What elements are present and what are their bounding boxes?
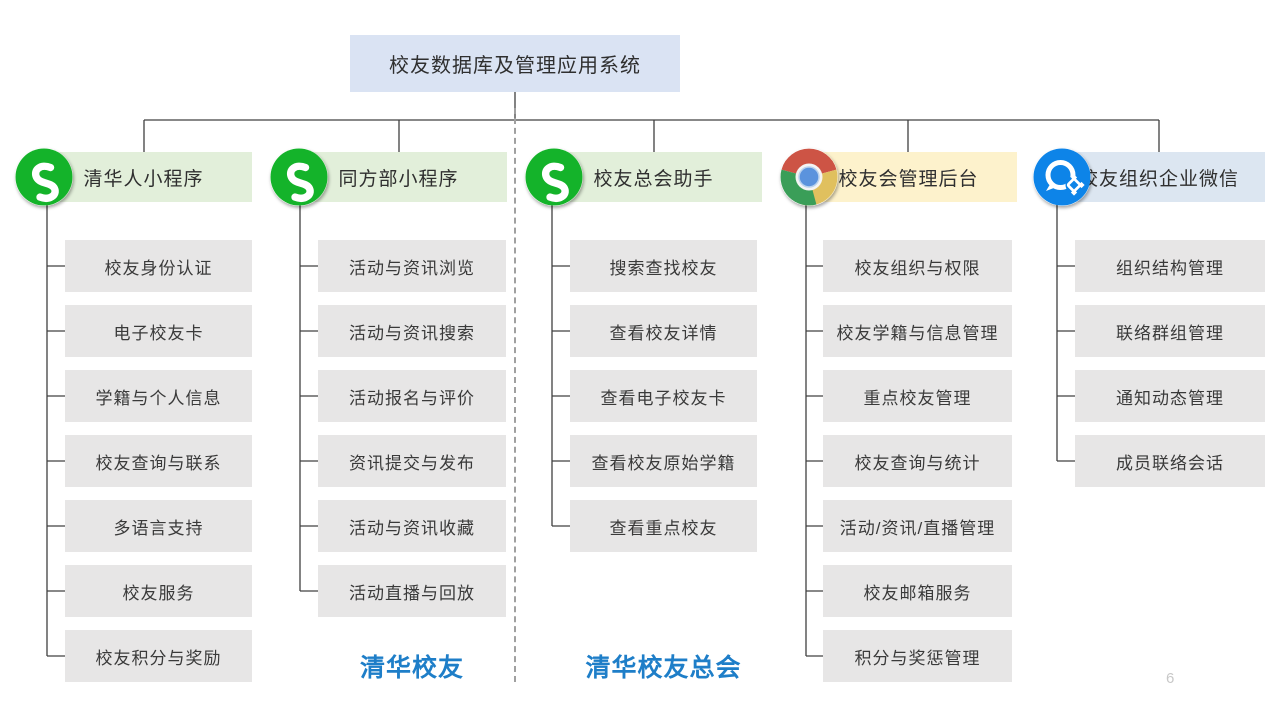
- chrome-icon: [780, 148, 838, 206]
- feature-item[interactable]: 活动直播与回放: [318, 565, 506, 617]
- feature-item[interactable]: 校友查询与联系: [65, 435, 252, 487]
- branch-label: 校友组织企业微信: [1078, 168, 1239, 190]
- feature-item-label: 校友学籍与信息管理: [836, 323, 999, 343]
- section-label: 清华校友: [359, 654, 464, 682]
- branch-header-4[interactable]: 校友会管理后台: [780, 148, 1017, 206]
- feature-item[interactable]: 校友学籍与信息管理: [823, 305, 1012, 357]
- branch-label: 校友会管理后台: [838, 168, 979, 190]
- wechat-miniprogram-icon: [525, 148, 583, 206]
- feature-item-label: 电子校友卡: [113, 323, 204, 343]
- feature-item-label: 搜索查找校友: [609, 258, 718, 278]
- feature-item[interactable]: 多语言支持: [65, 500, 252, 552]
- feature-item-label: 校友查询与统计: [854, 453, 981, 473]
- chrome-icon: [780, 148, 838, 206]
- feature-item-label: 积分与奖惩管理: [854, 648, 981, 668]
- feature-item-label: 校友服务: [122, 583, 195, 603]
- feature-item[interactable]: 校友邮箱服务: [823, 565, 1012, 617]
- feature-item[interactable]: 查看重点校友: [570, 500, 757, 552]
- feature-item-label: 多语言支持: [113, 518, 204, 538]
- root-node[interactable]: 校友数据库及管理应用系统: [350, 35, 680, 92]
- branch-header-2[interactable]: 同方部小程序: [270, 148, 507, 206]
- feature-item-label: 重点校友管理: [863, 388, 972, 408]
- feature-item[interactable]: 积分与奖惩管理: [823, 630, 1012, 682]
- feature-item[interactable]: 组织结构管理: [1075, 240, 1265, 292]
- wechat-miniprogram-icon: [15, 148, 73, 206]
- feature-item-label: 活动/资讯/直播管理: [839, 518, 996, 538]
- feature-item-label: 查看校友原始学籍: [591, 453, 736, 473]
- branch-header-5[interactable]: 校友组织企业微信: [1033, 148, 1265, 206]
- feature-item[interactable]: 活动报名与评价: [318, 370, 506, 422]
- feature-item-label: 查看电子校友卡: [600, 388, 727, 408]
- feature-item[interactable]: 成员联络会话: [1075, 435, 1265, 487]
- feature-item[interactable]: 活动与资讯搜索: [318, 305, 506, 357]
- feature-item-label: 校友身份认证: [104, 258, 213, 278]
- feature-item[interactable]: 重点校友管理: [823, 370, 1012, 422]
- feature-item[interactable]: 活动与资讯收藏: [318, 500, 506, 552]
- section-divider: [514, 108, 516, 682]
- feature-item[interactable]: 校友身份认证: [65, 240, 252, 292]
- feature-item-label: 校友积分与奖励: [95, 648, 222, 668]
- feature-item[interactable]: 电子校友卡: [65, 305, 252, 357]
- feature-item[interactable]: 学籍与个人信息: [65, 370, 252, 422]
- feature-item-label: 活动与资讯搜索: [349, 323, 475, 343]
- feature-item-label: 资讯提交与发布: [349, 453, 475, 473]
- wework-icon: [1033, 148, 1091, 206]
- feature-item[interactable]: 联络群组管理: [1075, 305, 1265, 357]
- feature-item-label: 通知动态管理: [1116, 388, 1224, 408]
- branch-label: 校友总会助手: [593, 168, 714, 190]
- feature-item-label: 活动报名与评价: [349, 388, 475, 408]
- feature-item[interactable]: 校友组织与权限: [823, 240, 1012, 292]
- feature-item[interactable]: 校友查询与统计: [823, 435, 1012, 487]
- wework-icon: [1033, 148, 1091, 206]
- feature-item-label: 活动直播与回放: [349, 583, 475, 603]
- feature-item[interactable]: 查看电子校友卡: [570, 370, 757, 422]
- feature-item-label: 活动与资讯收藏: [349, 518, 475, 538]
- wechat-miniprogram-icon: [270, 148, 328, 206]
- feature-item-label: 活动与资讯浏览: [349, 258, 475, 278]
- feature-item[interactable]: 活动/资讯/直播管理: [823, 500, 1012, 552]
- feature-item[interactable]: 通知动态管理: [1075, 370, 1265, 422]
- branch-label: 同方部小程序: [338, 168, 459, 190]
- feature-item[interactable]: 校友积分与奖励: [65, 630, 252, 682]
- feature-item-label: 学籍与个人信息: [95, 388, 222, 408]
- feature-item[interactable]: 查看校友详情: [570, 305, 757, 357]
- branch-header-1[interactable]: 清华人小程序: [15, 148, 252, 206]
- wechat-miniprogram-icon: [525, 148, 583, 206]
- section-label: 清华校友总会: [585, 654, 742, 682]
- feature-item-label: 组织结构管理: [1116, 258, 1224, 278]
- wechat-miniprogram-icon: [270, 148, 328, 206]
- feature-item[interactable]: 校友服务: [65, 565, 252, 617]
- feature-item[interactable]: 资讯提交与发布: [318, 435, 506, 487]
- feature-item-label: 查看重点校友: [609, 518, 718, 538]
- branch-label: 清华人小程序: [83, 168, 204, 190]
- feature-item[interactable]: 活动与资讯浏览: [318, 240, 506, 292]
- feature-item[interactable]: 搜索查找校友: [570, 240, 757, 292]
- feature-item-label: 查看校友详情: [609, 323, 718, 343]
- feature-item-label: 联络群组管理: [1116, 323, 1224, 343]
- feature-item-label: 校友查询与联系: [95, 453, 222, 473]
- root-node-label: 校友数据库及管理应用系统: [389, 55, 641, 77]
- page-number: 6: [1166, 670, 1175, 687]
- branch-header-3[interactable]: 校友总会助手: [525, 148, 762, 206]
- feature-item-label: 校友邮箱服务: [863, 583, 972, 603]
- feature-item[interactable]: 查看校友原始学籍: [570, 435, 757, 487]
- wechat-miniprogram-icon: [15, 148, 73, 206]
- feature-item-label: 成员联络会话: [1116, 453, 1224, 473]
- feature-item-label: 校友组织与权限: [854, 258, 981, 278]
